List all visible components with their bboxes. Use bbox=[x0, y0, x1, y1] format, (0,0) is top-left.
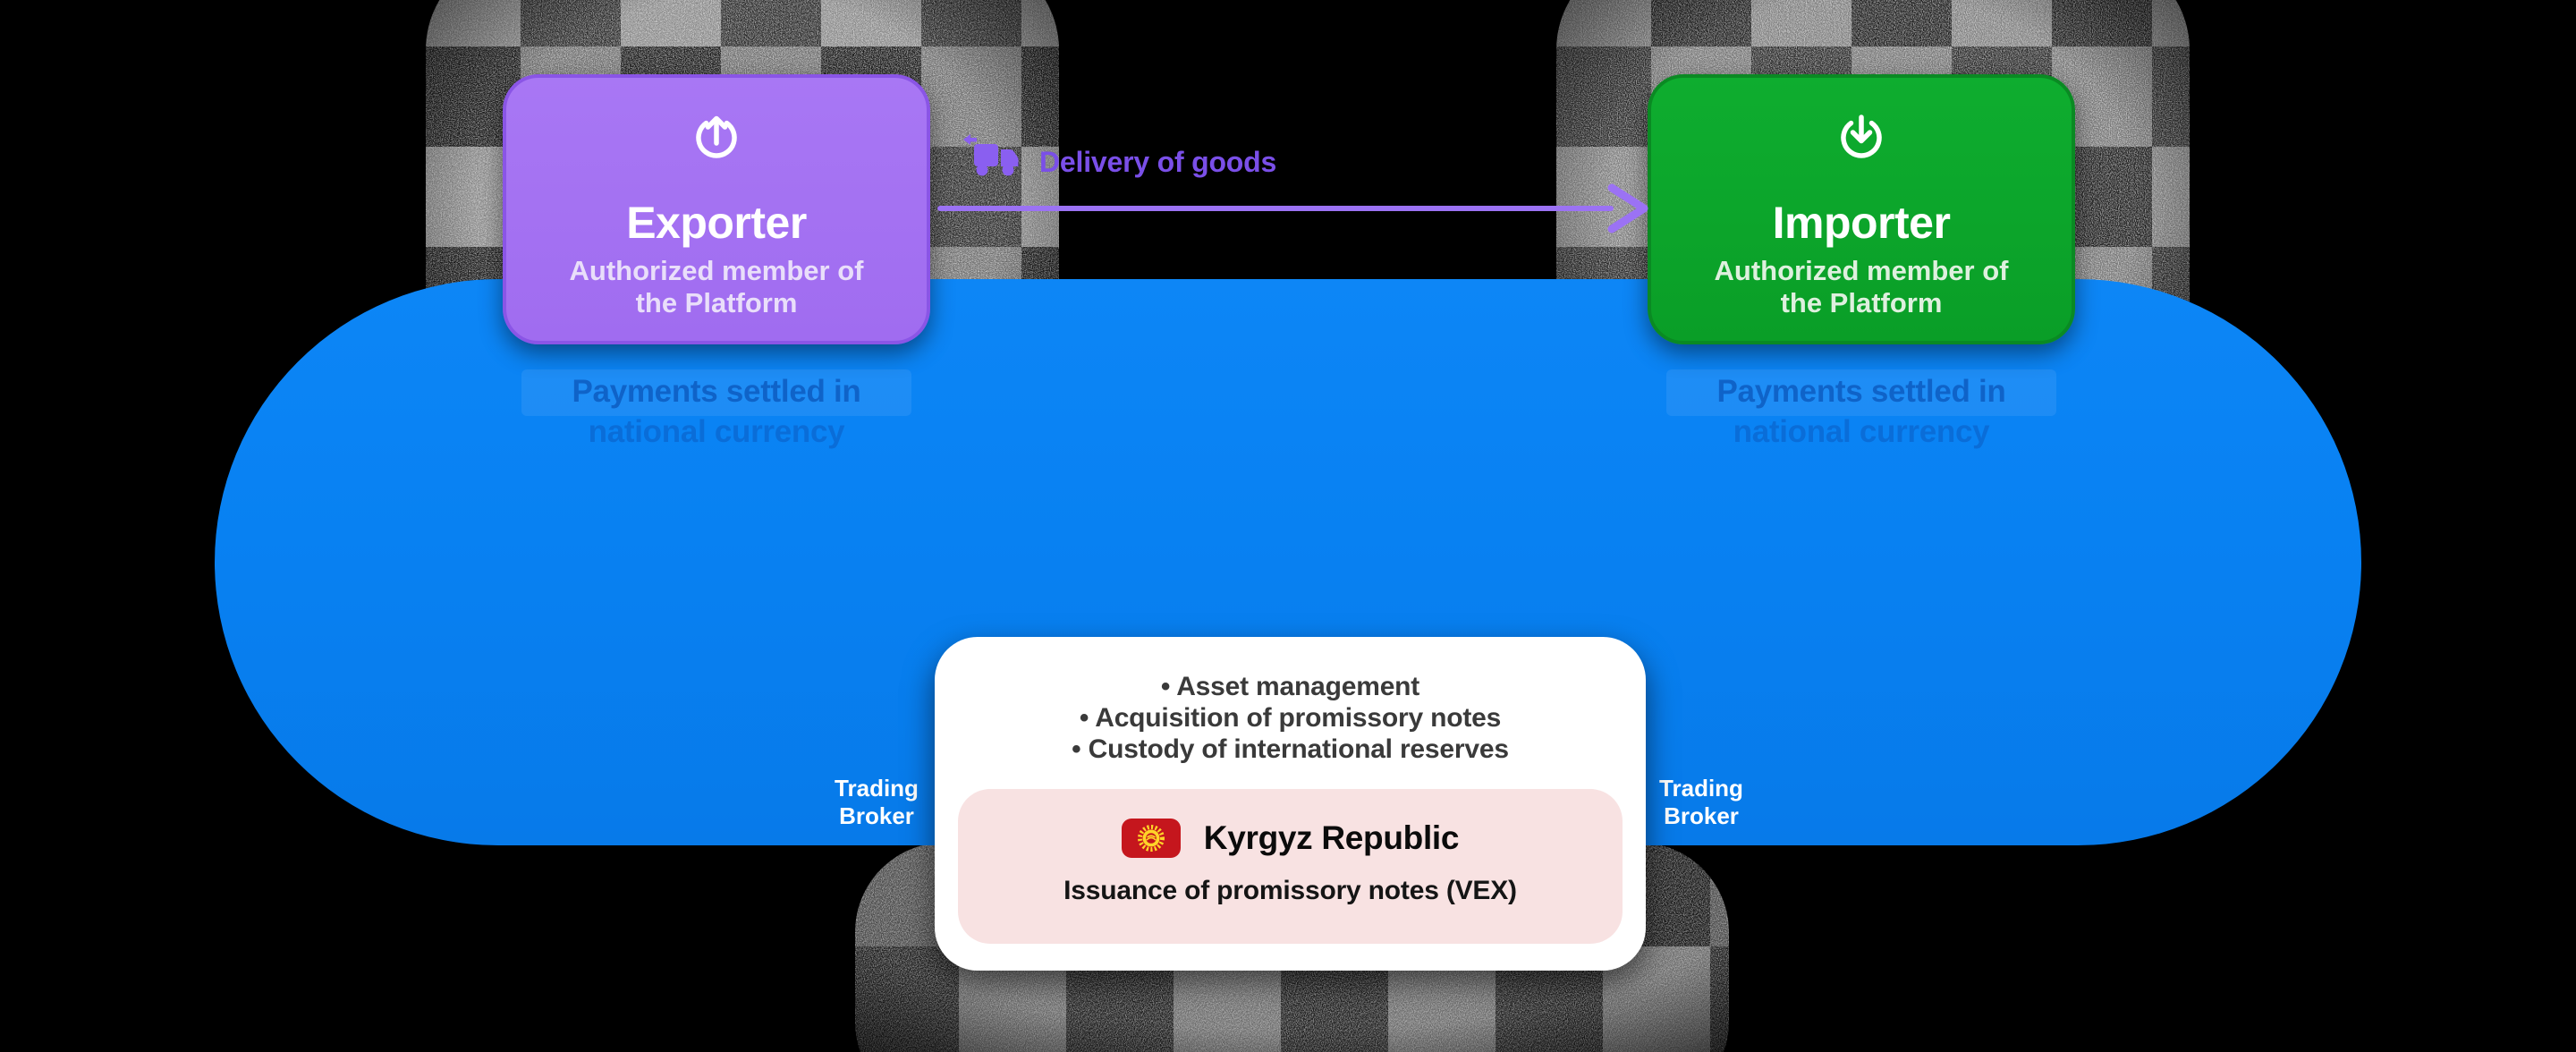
trading-broker-label: Trading bbox=[835, 775, 919, 802]
importer-node: Importer Authorized member of the Platfo… bbox=[1648, 74, 2075, 344]
delivery-of-goods-label: Delivery of goods bbox=[1039, 146, 1277, 178]
trading-broker-label: Broker bbox=[1664, 802, 1739, 829]
exporter-settlement-caption: Payments settled in national currency bbox=[466, 371, 967, 452]
custodian-card: • Asset management • Acquisition of prom… bbox=[935, 637, 1646, 971]
trading-broker-left: Trading Broker bbox=[805, 775, 948, 830]
kyrgyzstan-flag-icon bbox=[1121, 819, 1181, 858]
upload-icon bbox=[696, 115, 737, 158]
caption-line: national currency bbox=[1733, 414, 1990, 449]
list-item: • Asset management bbox=[1160, 672, 1420, 701]
caption-line: Payments settled in bbox=[572, 374, 861, 409]
caption-highlight-right bbox=[1666, 369, 2056, 416]
download-icon bbox=[1841, 115, 1882, 158]
delivery-arrow-line bbox=[937, 206, 1614, 211]
exporter-title: Exporter bbox=[626, 198, 807, 248]
importer-title: Importer bbox=[1772, 198, 1951, 248]
truck-icon bbox=[963, 134, 1019, 176]
trading-broker-label: Broker bbox=[839, 802, 914, 829]
trading-broker-label: Trading bbox=[1659, 775, 1743, 802]
caption-highlight-left bbox=[521, 369, 911, 416]
caption-line: national currency bbox=[588, 414, 845, 449]
importer-subtitle: Authorized member of the Platform bbox=[1714, 255, 2009, 318]
country-name: Kyrgyz Republic bbox=[1203, 819, 1460, 856]
country-row: Kyrgyz Republic bbox=[958, 819, 1623, 858]
trading-broker-right: Trading Broker bbox=[1630, 775, 1773, 830]
kyrgyz-republic-panel: Kyrgyz Republic Issuance of promissory n… bbox=[958, 789, 1623, 944]
issuance-note: Issuance of promissory notes (VEX) bbox=[1063, 876, 1517, 905]
exporter-subtitle: Authorized member of the Platform bbox=[569, 255, 864, 318]
custodian-functions-list: • Asset management • Acquisition of prom… bbox=[935, 671, 1646, 765]
caption-line: Payments settled in bbox=[1716, 374, 2006, 409]
list-item: • Acquisition of promissory notes bbox=[1079, 703, 1502, 733]
importer-settlement-caption: Payments settled in national currency bbox=[1611, 371, 2112, 452]
exporter-node: Exporter Authorized member of the Platfo… bbox=[503, 74, 930, 344]
arrow-right-icon bbox=[1607, 183, 1648, 233]
list-item: • Custody of international reserves bbox=[1072, 734, 1509, 764]
